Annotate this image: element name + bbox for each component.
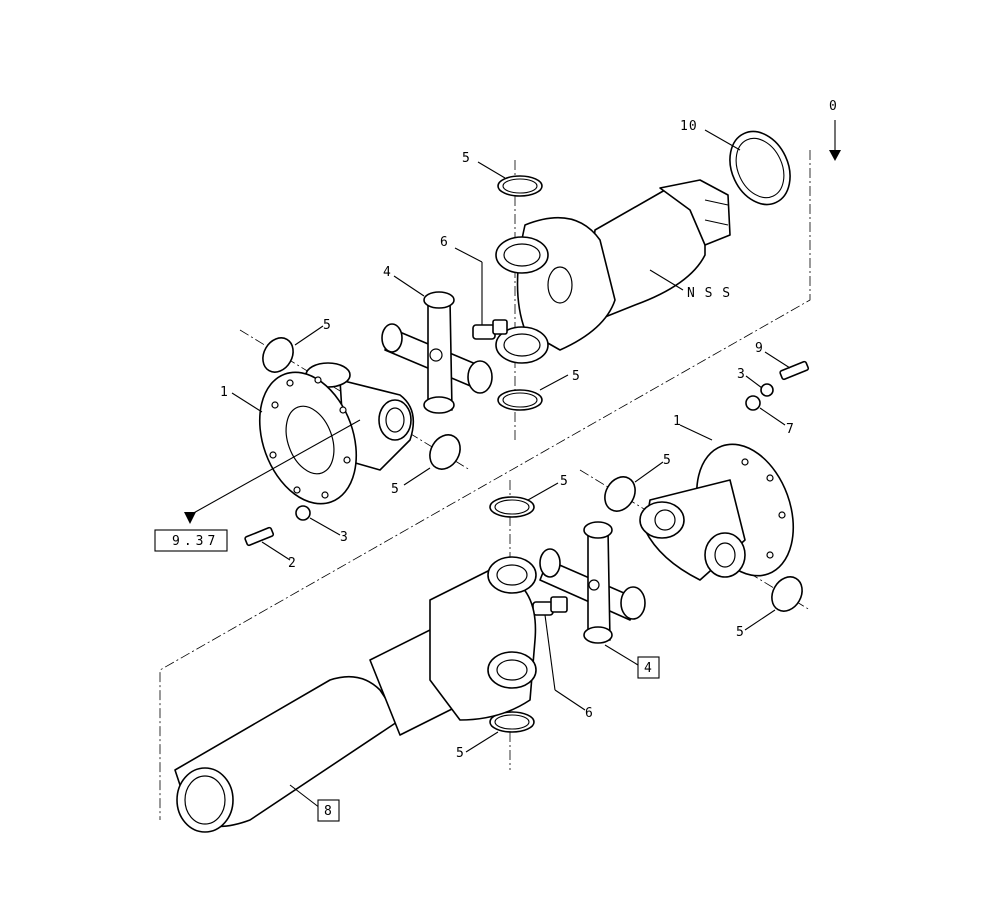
grease-nipple-upper [472, 319, 508, 340]
callout-5-right-upper: 5 [663, 453, 672, 468]
callout-1-left: 1 [220, 385, 229, 400]
callout-5-mid-left: 5 [391, 482, 400, 497]
view-direction-arrow: 0 [829, 99, 841, 161]
arrow-ref-label: 0 [829, 99, 838, 114]
leader-lines [231, 129, 791, 809]
callout-2: 2 [288, 556, 297, 571]
lower-cross-spider [539, 521, 646, 644]
callout-5-center: 5 [560, 474, 569, 489]
callout-4-top: 4 [383, 265, 392, 280]
circlips [262, 175, 803, 733]
boxed-callout-4: 4 [637, 656, 660, 679]
callout-6-top: 6 [440, 235, 449, 250]
callout-6-bottom: 6 [585, 706, 594, 721]
left-flange-yoke [258, 362, 415, 505]
callout-labels: 10 N S S 5 6 4 5 1 5 5 9 3 7 1 5 5 3 2 6… [220, 119, 795, 761]
callout-5-left: 5 [323, 318, 332, 333]
boxed-callout-4-label: 4 [644, 661, 653, 676]
callout-5-top: 5 [462, 151, 471, 166]
callout-9: 9 [755, 341, 764, 356]
lower-shaft-yoke [174, 556, 537, 833]
callout-5-bottom: 5 [456, 746, 465, 761]
callout-3-right: 3 [737, 367, 746, 382]
callout-7: 7 [786, 422, 795, 437]
callout-1-right: 1 [673, 414, 682, 429]
callout-10: 10 [680, 119, 698, 134]
boxed-callout-8: 8 [317, 799, 340, 822]
callout-5-mid-right: 5 [572, 369, 581, 384]
callout-5-right-lower: 5 [736, 625, 745, 640]
ref-box-9-37: 9.37 [154, 529, 228, 552]
callout-nss: N S S [687, 286, 731, 301]
boxed-callout-8-label: 8 [324, 804, 333, 819]
right-flange-yoke [639, 443, 795, 581]
hardware [244, 360, 810, 547]
reference-leader [184, 419, 361, 524]
seal-ring-10 [729, 130, 791, 206]
ref-box-9-37-label: 9.37 [172, 534, 219, 549]
upper-splined-shaft-yoke [495, 179, 731, 364]
grease-nipple-lower [532, 596, 568, 616]
upper-cross-spider [381, 291, 493, 414]
callout-3-left: 3 [340, 530, 349, 545]
